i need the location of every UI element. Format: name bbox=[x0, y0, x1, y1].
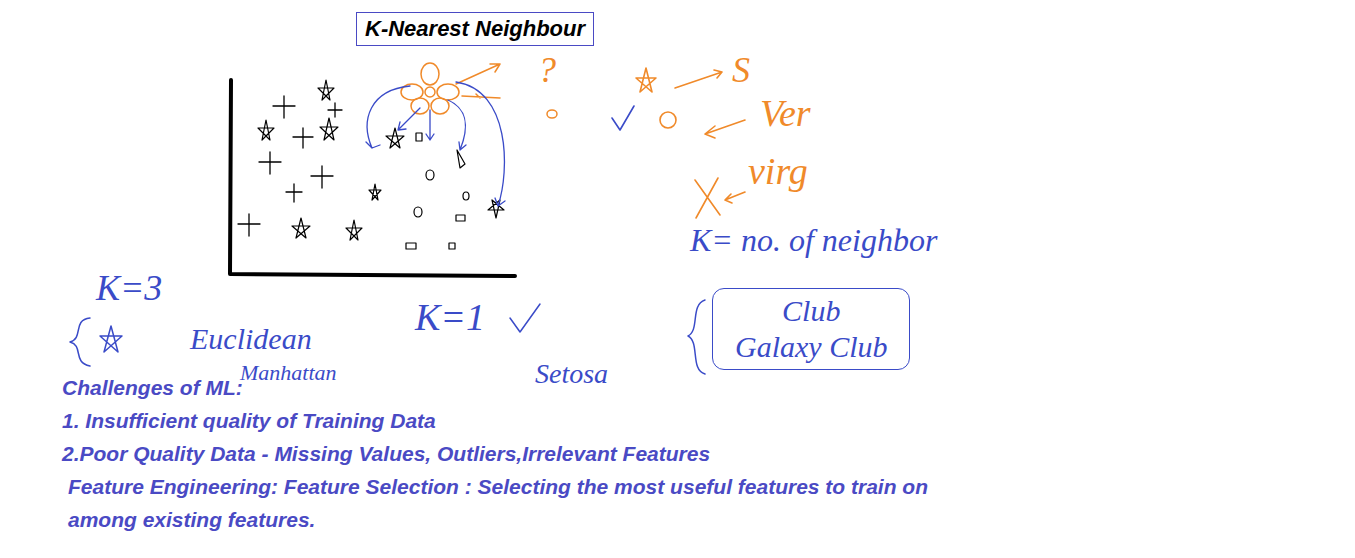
scribbles bbox=[70, 300, 705, 374]
club-box: ClubGalaxy Club bbox=[712, 288, 910, 370]
circle-points bbox=[406, 133, 504, 249]
node-text: Galaxy Club bbox=[735, 329, 887, 365]
note-line: 2.Poor Quality Data - Missing Values, Ou… bbox=[62, 437, 710, 470]
node-heading: Club bbox=[735, 293, 887, 329]
note-line: Feature Engineering: Feature Selection :… bbox=[68, 470, 998, 536]
class-name: Ver bbox=[760, 92, 811, 136]
check-mark bbox=[612, 106, 634, 130]
node-heading: K-Nearest Neighbour bbox=[365, 16, 585, 42]
bracket bbox=[70, 318, 90, 366]
star-symbol bbox=[100, 326, 122, 352]
check-mark bbox=[510, 304, 540, 332]
class-name: virg bbox=[748, 150, 808, 194]
note-line: 1. Insufficient quality of Training Data bbox=[62, 404, 436, 437]
definition-note: K= no. of neighbor bbox=[690, 222, 937, 259]
class-name: S bbox=[732, 50, 750, 91]
class-name: Setosa bbox=[535, 358, 608, 390]
neighbour-arrows bbox=[366, 82, 505, 206]
plus-points bbox=[238, 96, 342, 236]
k-value: K=1 bbox=[415, 296, 485, 340]
note-heading: Challenges of ML: bbox=[62, 371, 243, 404]
distance-name: Manhattan bbox=[240, 360, 337, 385]
k-value: K=3 bbox=[96, 268, 162, 309]
bracket bbox=[688, 300, 705, 374]
class-notes bbox=[636, 68, 745, 218]
star-points bbox=[258, 80, 404, 240]
distance-name: Euclidean bbox=[190, 322, 312, 357]
query-point bbox=[401, 63, 557, 118]
plot-axes bbox=[230, 80, 515, 276]
title-box: K-Nearest Neighbour bbox=[356, 12, 594, 46]
query-mark: ? bbox=[538, 50, 556, 91]
